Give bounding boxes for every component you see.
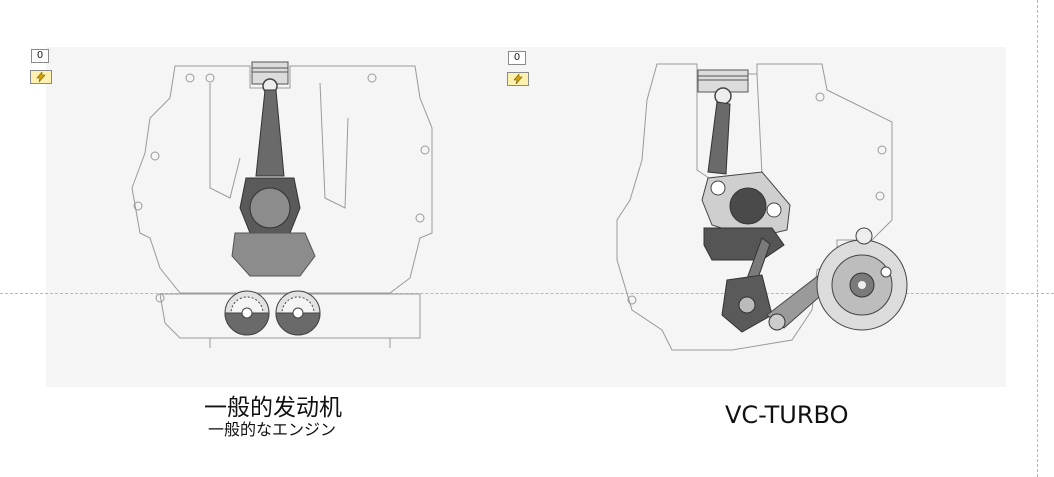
left-caption-title: 一般的发动机: [204, 395, 342, 421]
right-caption-title: VC-TURBO: [725, 401, 849, 429]
right-counter-button[interactable]: 0: [508, 51, 526, 65]
left-action-button[interactable]: [30, 70, 52, 84]
lightning-icon: [36, 72, 46, 82]
lightning-icon: [513, 74, 523, 84]
vc-turbo-engine-illustration: [616, 63, 908, 351]
conventional-engine-illustration: [131, 61, 433, 348]
slide-canvas: [46, 47, 1006, 387]
vertical-guide-line: [1037, 0, 1038, 477]
left-counter-button[interactable]: 0: [31, 49, 49, 63]
right-action-button[interactable]: [507, 72, 529, 86]
left-caption-subtitle: 一般的なエンジン: [208, 420, 337, 439]
horizontal-guide-line: [0, 293, 1054, 294]
